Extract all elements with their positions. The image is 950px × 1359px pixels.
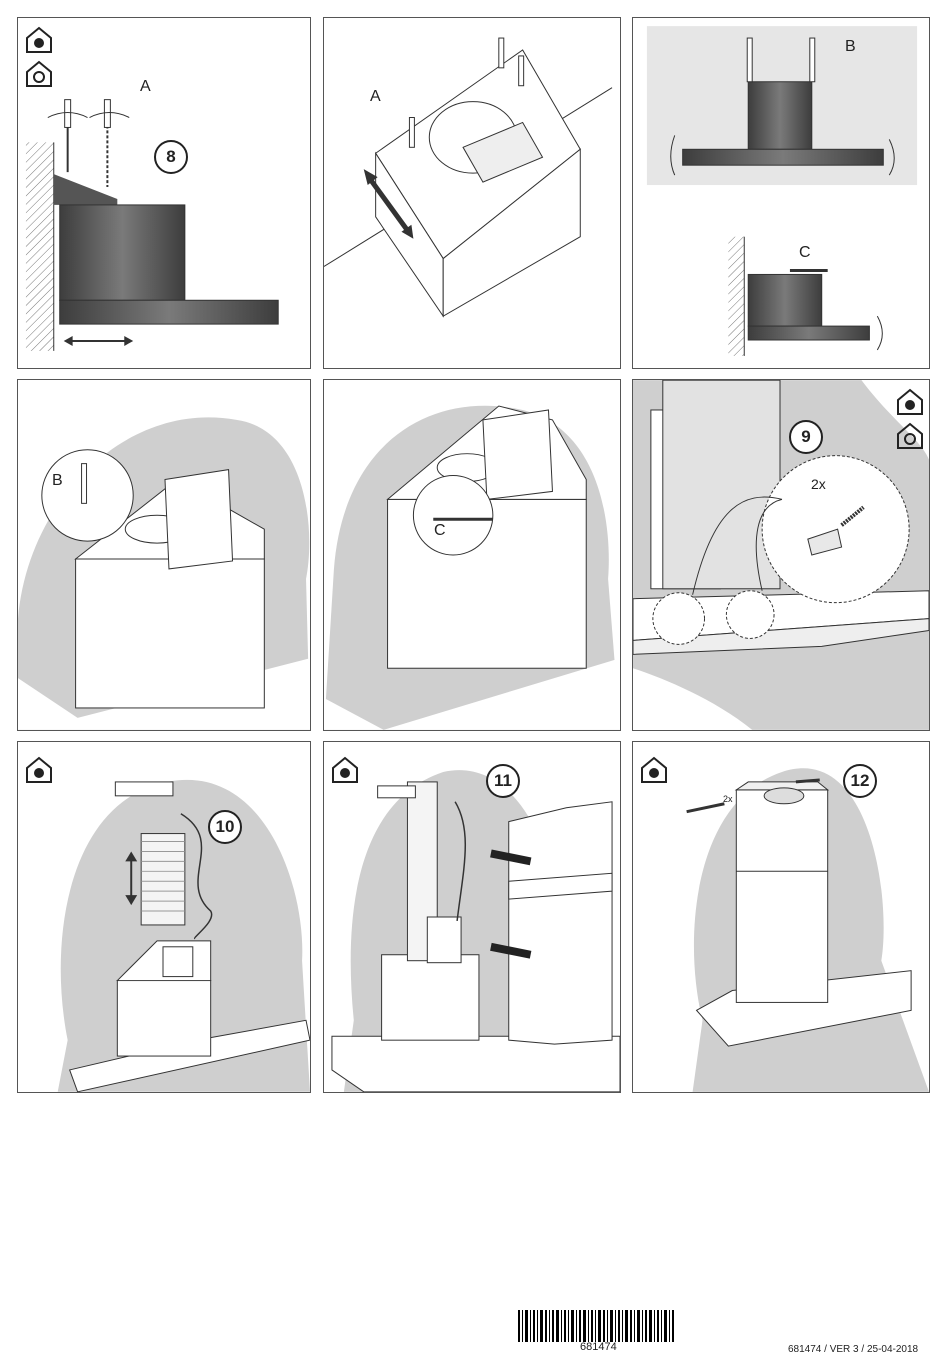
- panel-step-8-hood-c: C: [323, 379, 621, 731]
- label-b: B: [845, 38, 856, 55]
- barcode-number: 681474: [580, 1341, 617, 1353]
- house-exhaust-icon: [24, 754, 54, 784]
- illustration-flexible-duct-wiring: [57, 779, 310, 1092]
- label-quantity: 2x: [723, 794, 733, 804]
- version-text: 681474 / VER 3 / 25-04-2018: [788, 1344, 919, 1355]
- panel-step-8-bc: B C: [632, 17, 930, 369]
- step-number: 12: [843, 764, 877, 798]
- label-a: A: [140, 78, 151, 95]
- house-exhaust-icon: [895, 386, 925, 416]
- panel-step-11: 11: [323, 741, 621, 1093]
- step-number: 10: [208, 810, 242, 844]
- panel-step-8-hood-a: A: [323, 17, 621, 369]
- illustration-hood-detail-b: [18, 417, 310, 730]
- label-b: B: [52, 472, 63, 489]
- illustration-duct-adjust: [646, 26, 918, 356]
- illustration-wall-duct: [25, 99, 279, 351]
- house-recirculation-icon: [895, 420, 925, 450]
- house-exhaust-icon: [639, 754, 669, 784]
- label-a: A: [370, 88, 381, 105]
- house-recirculation-icon: [24, 58, 54, 88]
- panel-step-8-hood-b: B: [17, 379, 311, 731]
- illustration-chimney-install: [331, 770, 620, 1092]
- illustration-hood-frame: [324, 37, 620, 368]
- label-c: C: [799, 244, 811, 261]
- panel-step-12: 12 2x: [632, 741, 930, 1093]
- label-c: C: [434, 522, 446, 539]
- house-exhaust-icon: [330, 754, 360, 784]
- panel-step-8-a: A 8: [17, 17, 311, 369]
- label-quantity: 2x: [811, 476, 826, 492]
- step-number: 9: [789, 420, 823, 454]
- step-number: 8: [154, 140, 188, 174]
- house-exhaust-icon: [24, 24, 54, 54]
- illustration-hood-detail-c: [324, 405, 620, 730]
- panel-step-9: 9 2x: [632, 379, 930, 731]
- barcode: [518, 1310, 674, 1342]
- illustration-hood-bottom: [633, 380, 929, 730]
- illustration-chimney-fixing: [686, 768, 929, 1092]
- step-number: 11: [486, 764, 520, 798]
- panel-step-10: 10: [17, 741, 311, 1093]
